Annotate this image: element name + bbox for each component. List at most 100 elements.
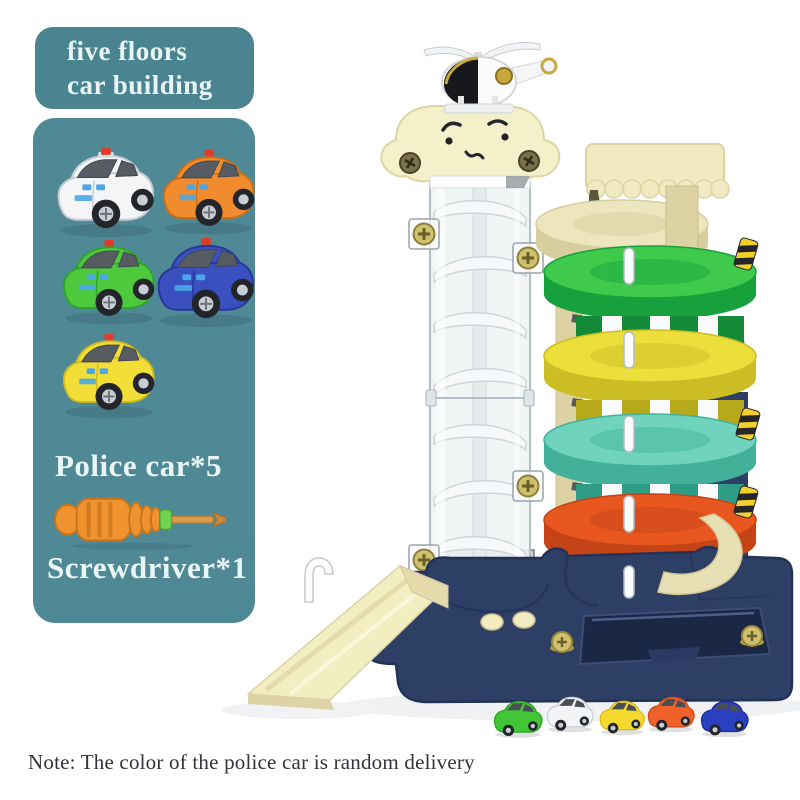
track-peg bbox=[623, 247, 635, 285]
windshield bbox=[81, 250, 121, 269]
base-screw bbox=[740, 625, 764, 647]
panel-car-orange bbox=[163, 149, 255, 235]
contents-side-panel: Police car*5 Screwdriver*1 bbox=[33, 118, 255, 623]
phillips-cross bbox=[747, 631, 757, 641]
side-window bbox=[117, 345, 140, 362]
base-bevel bbox=[689, 551, 771, 602]
shaft bbox=[170, 515, 214, 524]
front-hub bbox=[712, 727, 718, 733]
side-window bbox=[115, 160, 139, 178]
track-level-4 bbox=[543, 237, 759, 320]
phillips-cross bbox=[522, 480, 534, 492]
random-color-note: Note: The color of the police car is ran… bbox=[28, 750, 475, 774]
spokes bbox=[200, 297, 212, 310]
grip-rib bbox=[97, 501, 102, 538]
hood-decal bbox=[99, 368, 109, 374]
auger-pole bbox=[472, 181, 487, 591]
side-window bbox=[215, 250, 239, 268]
eyebrow bbox=[441, 121, 462, 132]
hazard-stripe-tip bbox=[733, 237, 759, 271]
cap-screw bbox=[518, 150, 540, 172]
hood-decal bbox=[86, 368, 96, 374]
battery-tray bbox=[578, 606, 772, 666]
track-inner bbox=[590, 343, 710, 369]
eyebrow bbox=[487, 119, 508, 126]
rear-hub bbox=[138, 284, 149, 295]
skid-leg bbox=[492, 96, 498, 106]
hood-decal bbox=[96, 184, 106, 191]
cap-face bbox=[441, 119, 509, 160]
roof-light bbox=[104, 239, 114, 247]
rear-hub bbox=[138, 378, 149, 389]
spiral-tube bbox=[408, 177, 544, 599]
exit-curve-track bbox=[657, 513, 743, 596]
windshield bbox=[176, 249, 218, 268]
track-inner bbox=[590, 259, 710, 285]
panel-car-blue bbox=[157, 237, 254, 327]
hood-decal bbox=[186, 184, 196, 190]
door-decal bbox=[174, 285, 193, 292]
cloud-cap bbox=[380, 105, 561, 189]
front-hub bbox=[610, 725, 616, 731]
front-hub bbox=[505, 727, 511, 733]
mouth bbox=[464, 150, 485, 160]
spokes bbox=[100, 207, 112, 220]
gold-medallion bbox=[495, 67, 513, 85]
hood-decal bbox=[86, 274, 96, 280]
hazard-plate bbox=[733, 237, 759, 271]
car-shadow bbox=[165, 222, 253, 235]
panel-car-yellow bbox=[63, 333, 155, 419]
base-crease bbox=[564, 555, 599, 608]
windshield bbox=[559, 699, 576, 706]
screw-bracket bbox=[408, 218, 440, 250]
track-band bbox=[544, 356, 756, 404]
windshield bbox=[506, 703, 524, 711]
spokes bbox=[103, 296, 115, 308]
rear-hub bbox=[238, 194, 249, 205]
front-hub bbox=[659, 722, 665, 728]
ramp-hook bbox=[304, 557, 334, 603]
hood-decal bbox=[99, 274, 109, 280]
hazard-stripe-tip bbox=[735, 407, 761, 441]
bottom-car-white bbox=[546, 696, 594, 733]
base-button bbox=[480, 613, 504, 631]
hazard-stripe-tip bbox=[733, 485, 759, 519]
helicopter bbox=[423, 42, 558, 114]
badge-line-2: car building bbox=[67, 70, 213, 100]
roof-light bbox=[201, 237, 211, 245]
auger-blade bbox=[433, 479, 527, 508]
hood-decal bbox=[196, 274, 206, 281]
police-car-count-label: Police car*5 bbox=[55, 448, 222, 483]
scallop bbox=[604, 179, 624, 199]
car-shadow bbox=[65, 312, 153, 325]
car-shadow bbox=[159, 314, 253, 327]
landing-skid bbox=[443, 103, 515, 114]
spokes bbox=[103, 390, 115, 402]
badge-line-1: five floors bbox=[67, 36, 188, 66]
side-window bbox=[117, 251, 140, 268]
phillips-tip bbox=[212, 511, 227, 528]
car-shadow bbox=[59, 224, 153, 237]
door-decal bbox=[79, 284, 96, 291]
rear-hub bbox=[582, 718, 587, 724]
rear-hub bbox=[736, 723, 742, 728]
door-decal bbox=[74, 195, 93, 202]
phillips-cross bbox=[522, 252, 534, 264]
base-screw bbox=[550, 631, 574, 653]
grip-rib bbox=[86, 501, 91, 538]
windshield bbox=[713, 703, 730, 711]
base-button bbox=[512, 611, 536, 629]
side-window bbox=[626, 703, 637, 711]
windshield bbox=[181, 160, 221, 179]
rear-hub bbox=[633, 721, 638, 727]
ramp-edge bbox=[248, 694, 334, 710]
tray-notch bbox=[648, 647, 700, 662]
phillips-cross bbox=[404, 157, 416, 169]
scallop bbox=[622, 179, 642, 199]
door-decal bbox=[79, 378, 96, 385]
screwdriver-illustration bbox=[53, 497, 227, 550]
ramp-ridge bbox=[288, 582, 430, 696]
rear-hub bbox=[683, 718, 688, 724]
windshield bbox=[611, 702, 627, 710]
